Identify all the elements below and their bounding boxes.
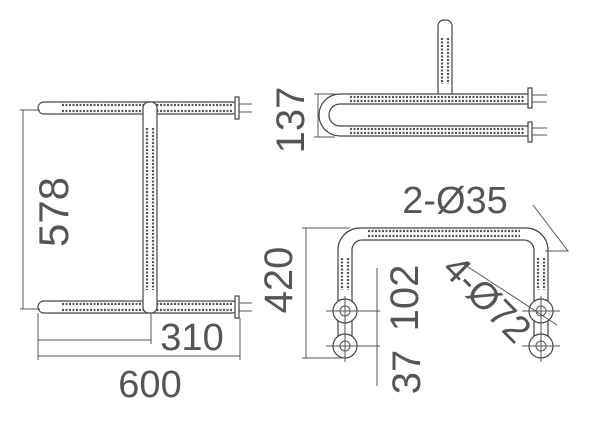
side-view: 420 102 37 2-Ø35 4-Ø72 [257,180,570,395]
dimension-137: 137 [269,87,335,154]
dimension-420: 420 [257,227,350,359]
vertical-heating-tube [142,101,158,314]
dim-420-label: 420 [257,247,301,314]
hole-72-label: 4-Ø72 [434,247,538,351]
leader-35: 2-Ø35 [402,180,570,252]
dim-137-label: 137 [269,87,313,154]
dimension-600: 600 [38,318,241,406]
dim-310-label: 310 [160,317,223,359]
dimension-310: 310 [37,313,224,360]
dim-600-label: 600 [118,364,181,406]
dimension-578: 578 [20,109,77,310]
dim-37-label: 37 [385,350,429,395]
mounting-holes [326,296,560,362]
hole-35-label: 2-Ø35 [402,180,508,222]
dim-102-label: 102 [383,265,427,332]
top-view: 137 [269,19,547,154]
front-view: 578 310 600 [20,96,252,406]
bottom-heating-tube [37,295,252,319]
dim-578-label: 578 [30,177,77,247]
